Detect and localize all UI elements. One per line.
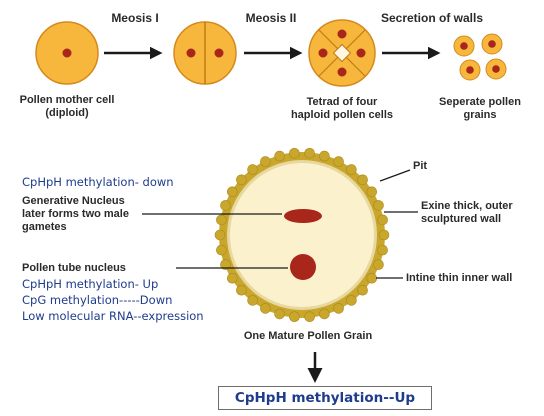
tube-nucleus-label: Pollen tube nucleus — [22, 262, 182, 275]
separate-grains-label: Seperate pollen grains — [420, 96, 540, 122]
exine-bump — [358, 285, 368, 295]
exine-label: Exine thick, outer sculptured wall — [421, 200, 541, 226]
stage-label-secretion: Secretion of walls — [352, 12, 512, 25]
note-tube-rna: Low molecular RNA--expression — [22, 309, 204, 323]
exine-bump — [358, 175, 368, 185]
exine-bump — [319, 309, 329, 319]
exine-bump — [367, 273, 377, 283]
exine-bump — [260, 157, 270, 167]
separate-grains — [454, 34, 506, 80]
exine-bump — [374, 200, 384, 210]
exine-bump — [216, 245, 226, 255]
exine-bump — [248, 295, 258, 305]
exine-bump — [378, 245, 388, 255]
exine-bump — [289, 312, 299, 322]
exine-bump — [236, 285, 246, 295]
exine-bump — [379, 230, 389, 240]
dyad-nucleus-left — [187, 49, 196, 58]
mature-pollen-grain — [215, 148, 389, 321]
exine-bump — [248, 165, 258, 175]
pit-label: Pit — [413, 160, 443, 173]
leader-pit — [380, 170, 410, 181]
generative-nucleus — [284, 209, 322, 223]
dyad-nucleus-right — [215, 49, 224, 58]
pollen-mother-cell — [36, 22, 98, 84]
mother-nucleus — [63, 49, 72, 58]
exine-bump — [305, 148, 315, 158]
exine-bump — [346, 165, 356, 175]
dyad-cell — [174, 22, 236, 84]
exine-bump — [216, 215, 226, 225]
cytoplasm — [230, 163, 374, 307]
exine-bump — [275, 151, 285, 161]
result-box: CpHpH methylation--Up — [218, 386, 432, 410]
exine-bump — [346, 295, 356, 305]
tetrad-cell — [309, 20, 375, 86]
intine-label: Intine thin inner wall — [406, 272, 542, 285]
note-tube-methylation-1: CpHpH methylation- Up — [22, 277, 158, 291]
tetrad-label: Tetrad of four haploid pollen cells — [272, 96, 412, 122]
exine-bump — [334, 303, 344, 313]
exine-bump — [227, 187, 237, 197]
mother-cell-label: Pollen mother cell (diploid) — [2, 94, 132, 120]
exine-bump — [378, 215, 388, 225]
exine-bump — [289, 148, 299, 158]
stage-label-meiosis2: Meosis II — [226, 12, 316, 25]
exine-bump — [275, 309, 285, 319]
note-tube-methylation-2: CpG methylation-----Down — [22, 293, 172, 307]
stage-label-meiosis1: Meosis I — [90, 12, 180, 25]
exine-bump — [215, 230, 225, 240]
exine-bump — [374, 260, 384, 270]
exine-bump — [236, 175, 246, 185]
exine-bump — [367, 187, 377, 197]
note-generative-methylation: CpHpH methylation- down — [22, 175, 174, 189]
exine-bump — [305, 312, 315, 322]
result-label: CpHpH methylation--Up — [235, 390, 415, 406]
tube-nucleus — [290, 254, 316, 280]
exine-bump — [260, 303, 270, 313]
exine-bump — [227, 273, 237, 283]
grain-caption: One Mature Pollen Grain — [228, 330, 388, 343]
generative-nucleus-label: Generative Nucleus later forms two male … — [22, 195, 157, 234]
exine-bump — [221, 200, 231, 210]
exine-bump — [319, 151, 329, 161]
exine-bump — [334, 157, 344, 167]
